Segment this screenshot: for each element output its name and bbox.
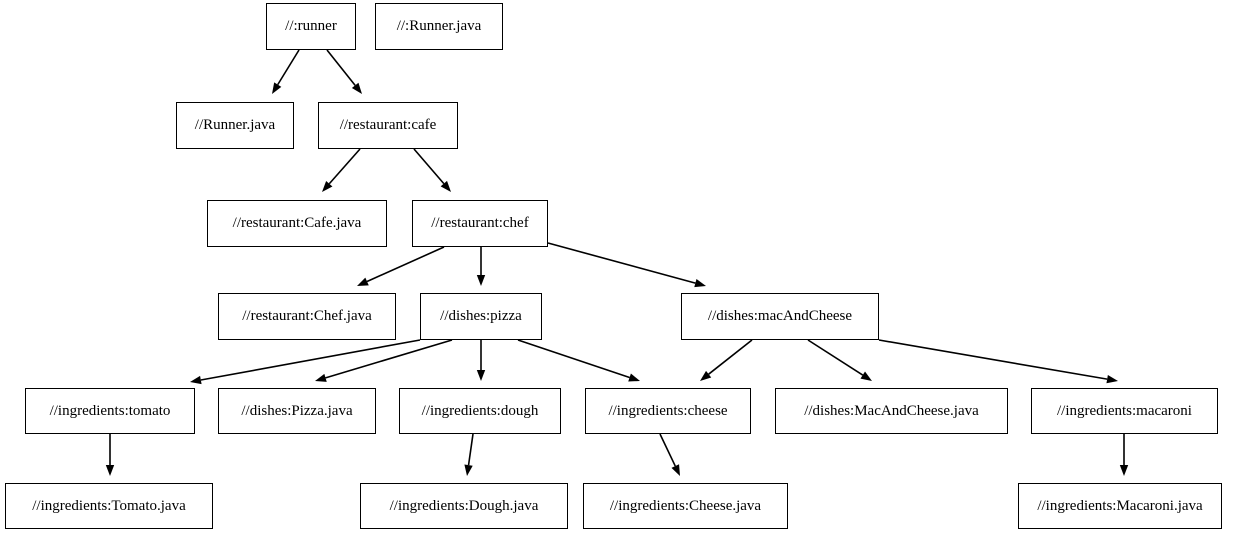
graph-node-label: //dishes:macAndCheese: [707, 308, 853, 324]
graph-node-label: //restaurant:Chef.java: [242, 308, 372, 324]
graph-node-tomato_java[interactable]: //ingredients:Tomato.java: [5, 483, 213, 529]
graph-node-dishes_pizza[interactable]: //dishes:pizza: [420, 293, 542, 340]
graph-node-label: //ingredients:Macaroni.java: [1037, 497, 1203, 514]
graph-node-label: //restaurant:chef: [431, 215, 529, 231]
graph-node-label: //dishes:Pizza.java: [241, 402, 353, 419]
graph-node-label: //:Runner.java: [396, 18, 482, 34]
graph-node-ingredients_macaroni[interactable]: //ingredients:macaroni: [1031, 388, 1218, 434]
graph-node-label: //restaurant:Cafe.java: [232, 215, 362, 231]
graph-node-label: //dishes:pizza: [440, 308, 522, 324]
graph-node-label: //ingredients:tomato: [49, 402, 171, 419]
graph-node-label: //ingredients:cheese: [608, 402, 728, 419]
graph-node-label: //Runner.java: [194, 117, 276, 133]
graph-node-restaurant_chef_java[interactable]: //restaurant:Chef.java: [218, 293, 396, 340]
graph-node-label: //ingredients:dough: [421, 402, 539, 419]
graph-node-label: //restaurant:cafe: [339, 117, 437, 133]
graph-node-dough_java[interactable]: //ingredients:Dough.java: [360, 483, 568, 529]
graph-node-ingredients_tomato[interactable]: //ingredients:tomato: [25, 388, 195, 434]
graph-node-label: //ingredients:macaroni: [1057, 402, 1192, 419]
graph-node-restaurant_chef[interactable]: //restaurant:chef: [412, 200, 548, 247]
graph-node-restaurant_cafe[interactable]: //restaurant:cafe: [318, 102, 458, 149]
graph-node-dishes_macandcheese[interactable]: //dishes:macAndCheese: [681, 293, 879, 340]
graph-node-label: //ingredients:Dough.java: [389, 497, 539, 514]
graph-node-label: //:runner: [285, 18, 337, 34]
graph-node-dishes_pizza_java[interactable]: //dishes:Pizza.java: [218, 388, 376, 434]
graph-node-ingredients_dough[interactable]: //ingredients:dough: [399, 388, 561, 434]
graph-node-restaurant_cafe_java[interactable]: //restaurant:Cafe.java: [207, 200, 387, 247]
graph-node-runner_java[interactable]: //Runner.java: [176, 102, 294, 149]
graph-node-dishes_mac_java[interactable]: //dishes:MacAndCheese.java: [775, 388, 1008, 434]
graph-node-label: //dishes:MacAndCheese.java: [804, 402, 979, 419]
graph-node-label: //ingredients:Tomato.java: [32, 497, 186, 514]
graph-node-root_runner_java[interactable]: //:Runner.java: [375, 3, 503, 50]
graph-node-macaroni_java[interactable]: //ingredients:Macaroni.java: [1018, 483, 1222, 529]
graph-node-ingredients_cheese[interactable]: //ingredients:cheese: [585, 388, 751, 434]
graph-node-cheese_java[interactable]: //ingredients:Cheese.java: [583, 483, 788, 529]
graph-node-runner[interactable]: //:runner: [266, 3, 356, 50]
graph-node-label: //ingredients:Cheese.java: [609, 497, 762, 514]
